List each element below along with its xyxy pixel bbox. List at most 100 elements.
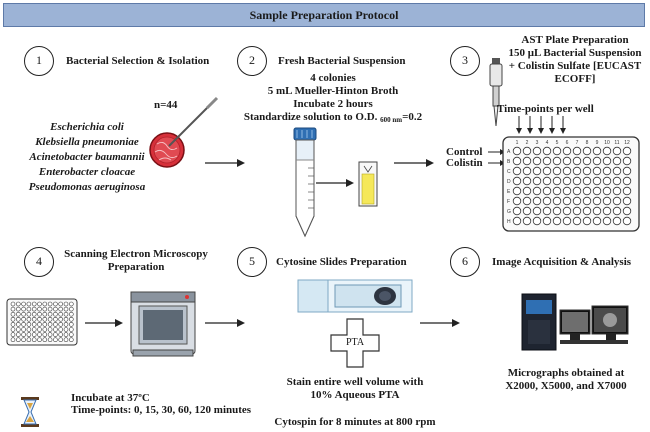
cytospin-slide-icon xyxy=(297,279,413,313)
plate-well xyxy=(562,216,572,226)
petri-dish-icon xyxy=(149,96,219,168)
plate-column-label: 7 xyxy=(576,140,579,146)
plate-well xyxy=(542,206,552,216)
plate-well xyxy=(16,322,21,327)
plate-well xyxy=(552,186,562,196)
plate-well xyxy=(542,166,552,176)
hourglass-icon xyxy=(21,397,39,427)
plate-row-label: A xyxy=(507,149,511,155)
od-wavelength: 600 nm xyxy=(380,116,403,124)
plate-well xyxy=(622,216,632,226)
incubator-icon xyxy=(130,291,196,357)
plate-row-label: F xyxy=(507,199,510,205)
plate-well xyxy=(31,332,37,337)
plate-well xyxy=(542,146,552,156)
plate-well xyxy=(582,166,592,176)
plate-well xyxy=(16,311,21,317)
plate-well xyxy=(31,301,37,307)
plate-well xyxy=(622,186,632,196)
plate-well xyxy=(592,186,602,196)
plate-well xyxy=(26,306,32,312)
sem-workstation-icon xyxy=(521,293,629,351)
instruction-line: 5 mL Mueller-Hinton Broth xyxy=(267,85,399,97)
plate-well xyxy=(602,176,612,186)
plate-well xyxy=(532,166,542,176)
plate-well xyxy=(612,166,622,176)
plate-well xyxy=(592,166,602,176)
plate-well xyxy=(582,186,592,196)
plate-well xyxy=(552,146,562,156)
plate-well xyxy=(37,301,42,307)
step-5-title: Cytosine Slides Preparation xyxy=(276,256,407,268)
step-5-number: 5 xyxy=(237,247,267,277)
plate-well xyxy=(16,337,21,343)
plate-well xyxy=(612,196,622,206)
plate-well xyxy=(37,322,42,327)
plate-well xyxy=(552,176,562,186)
arrow-4-to-5 xyxy=(205,319,245,327)
plate-well xyxy=(562,196,572,206)
well-timepoint-arrows xyxy=(516,116,566,134)
step-6-number: 6 xyxy=(450,247,480,277)
plate-well xyxy=(58,306,64,312)
plate-well xyxy=(622,206,632,216)
plate-column-label: 1 xyxy=(516,140,519,146)
plate-well xyxy=(26,327,32,332)
plate-well xyxy=(53,322,58,327)
plate-column-label: 8 xyxy=(586,140,589,146)
plate-well xyxy=(512,216,522,226)
plate-well xyxy=(592,156,602,166)
plate-well xyxy=(10,332,16,337)
plate-well xyxy=(582,156,592,166)
plate-well xyxy=(47,322,53,327)
incubation-temperature: Incubate at 37ºC xyxy=(71,392,150,404)
plate-well xyxy=(532,156,542,166)
plate-column-label: 9 xyxy=(596,140,599,146)
plate-well xyxy=(16,301,21,307)
plate-well xyxy=(532,206,542,216)
plate-well xyxy=(522,146,532,156)
plate-well xyxy=(69,337,74,343)
plate-well xyxy=(572,156,582,166)
plate-well xyxy=(63,316,69,322)
arrow-plate-to-incubator xyxy=(85,319,123,327)
plate-well xyxy=(26,311,32,317)
plate-well xyxy=(622,196,632,206)
plate-column-label: 6 xyxy=(566,140,569,146)
pta-label: PTA xyxy=(345,337,365,348)
standardize-text: Standardize solution to O.D. xyxy=(243,111,378,123)
plate-well xyxy=(42,311,48,317)
plate-well xyxy=(512,206,522,216)
plate-well xyxy=(26,316,32,322)
plate-well xyxy=(602,166,612,176)
plate-well xyxy=(522,216,532,226)
plate-well xyxy=(572,186,582,196)
plate-well xyxy=(42,316,48,322)
cuvette-icon xyxy=(358,161,378,207)
plate-well xyxy=(21,337,26,343)
plate-well xyxy=(542,186,552,196)
plate-well xyxy=(532,186,542,196)
plate-well xyxy=(622,156,632,166)
plate-well xyxy=(512,176,522,186)
plate-well xyxy=(562,186,572,196)
plate-well xyxy=(542,176,552,186)
plate-well xyxy=(562,176,572,186)
plate-well xyxy=(37,311,42,317)
plate-well xyxy=(522,186,532,196)
plate-well xyxy=(31,316,37,322)
plate-well xyxy=(602,156,612,166)
plate-well xyxy=(532,176,542,186)
plate-well xyxy=(592,206,602,216)
species-item: Pseudomonas aeruginosa xyxy=(28,181,146,193)
plate-well xyxy=(612,176,622,186)
plate-well xyxy=(592,196,602,206)
plate-well xyxy=(58,301,64,307)
standardize-line: Standardize solution to O.D. 600 nm=0.2 xyxy=(238,111,428,127)
plate-well xyxy=(522,156,532,166)
plate-well xyxy=(47,332,53,337)
plate-well xyxy=(26,337,32,343)
arrow-tube-to-cuvette xyxy=(316,179,354,187)
plate-well xyxy=(69,332,74,337)
plate-well xyxy=(21,311,26,317)
